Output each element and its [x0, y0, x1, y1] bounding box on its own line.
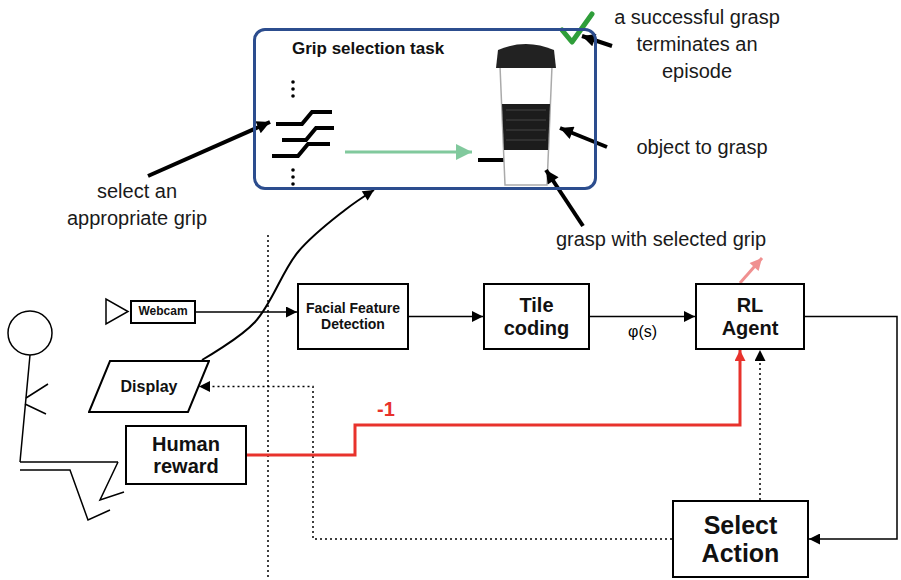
node-text: Grip selection task	[292, 39, 444, 58]
process-box: Tile coding	[483, 283, 590, 350]
ellipsis-dots	[291, 80, 295, 186]
node-text: RL Agent	[710, 294, 790, 339]
reward-box: Human reward	[125, 425, 247, 485]
coffee-cup	[496, 44, 556, 185]
task-panel: Grip selection task	[253, 28, 597, 190]
node-text: Tile coding	[497, 294, 577, 339]
selection-arrow	[345, 151, 472, 154]
process-box: Facial Feature Detection	[297, 283, 409, 350]
connector-arrow	[196, 311, 297, 313]
gripper-options	[272, 112, 334, 156]
edge-label: -1	[375, 398, 397, 421]
callout-label: select an appropriate grip	[52, 178, 222, 232]
connector-arrow	[199, 387, 672, 540]
display-shape: Display	[88, 360, 210, 413]
node-text: Webcam	[138, 305, 187, 318]
node-text: Human reward	[131, 433, 241, 478]
edge-label: φ(s)	[626, 323, 659, 341]
connector-arrow	[590, 316, 695, 318]
connector-arrow	[805, 317, 897, 540]
action-arrow	[740, 258, 762, 283]
callout-label: object to grasp	[612, 134, 792, 161]
node-text: Select Action	[678, 511, 803, 567]
connector-arrow	[247, 350, 740, 455]
node-text: Facial Feature Detection	[303, 301, 403, 332]
node-text: Display	[121, 378, 178, 396]
connector-arrow	[759, 350, 761, 500]
input-box: Webcam	[130, 300, 196, 324]
person-figure	[8, 311, 124, 520]
webcam-lens	[106, 299, 128, 324]
agent-box: RL Agent	[695, 283, 805, 350]
parallelogram-outline	[89, 361, 209, 412]
callout-label: a successful grasp terminates an episode	[612, 4, 782, 85]
connector-arrow	[409, 316, 483, 318]
callout-label: grasp with selected grip	[526, 226, 796, 253]
separator-line	[267, 235, 269, 580]
action-box: Select Action	[672, 500, 809, 578]
leader-lines	[148, 36, 612, 226]
